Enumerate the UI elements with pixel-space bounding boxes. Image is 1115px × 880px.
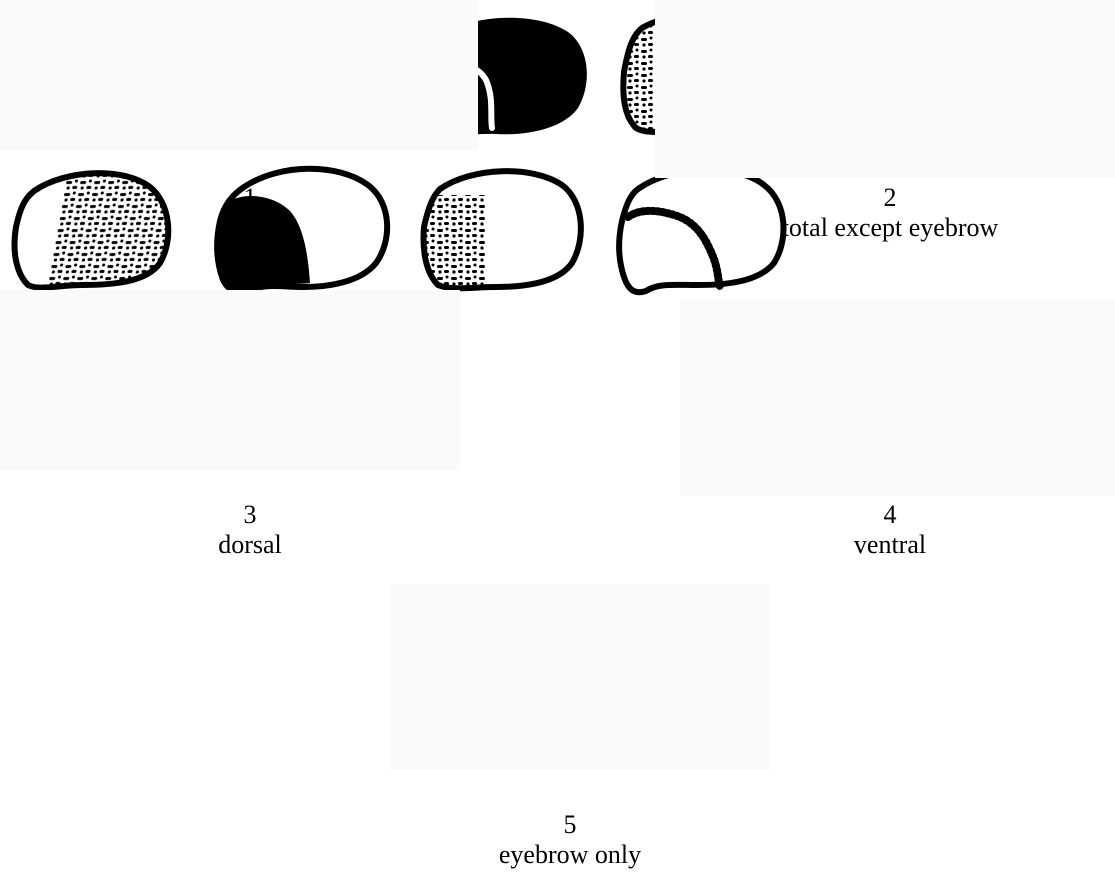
panel-3-background <box>0 290 460 470</box>
panel-2-label: total except eyebrow <box>740 213 1040 243</box>
panel-4-caption: 4 ventral <box>790 500 990 560</box>
panel-2-caption: 2 total except eyebrow <box>740 183 1040 243</box>
panel-5-number: 5 <box>470 810 670 840</box>
panel-1-caption: 1 total <box>160 183 340 243</box>
panel-1-background <box>0 0 478 150</box>
panel-3-label: dorsal <box>150 530 350 560</box>
panel-5-caption: 5 eyebrow only <box>470 810 670 870</box>
panel-2-number: 2 <box>740 183 1040 213</box>
panel-3-number: 3 <box>150 500 350 530</box>
panel-4-number: 4 <box>790 500 990 530</box>
panel-4-ventral-speckled-seed-illustration <box>408 155 598 305</box>
panel-5-label: eyebrow only <box>470 840 670 870</box>
panel-2-background <box>655 0 1115 178</box>
panel-3-caption: 3 dorsal <box>150 500 350 560</box>
panel-1-number: 1 <box>160 183 340 213</box>
panel-5-background <box>390 585 770 770</box>
panel-1-label: total <box>160 213 340 243</box>
panel-4-background <box>680 300 1115 495</box>
panel-4-label: ventral <box>790 530 990 560</box>
